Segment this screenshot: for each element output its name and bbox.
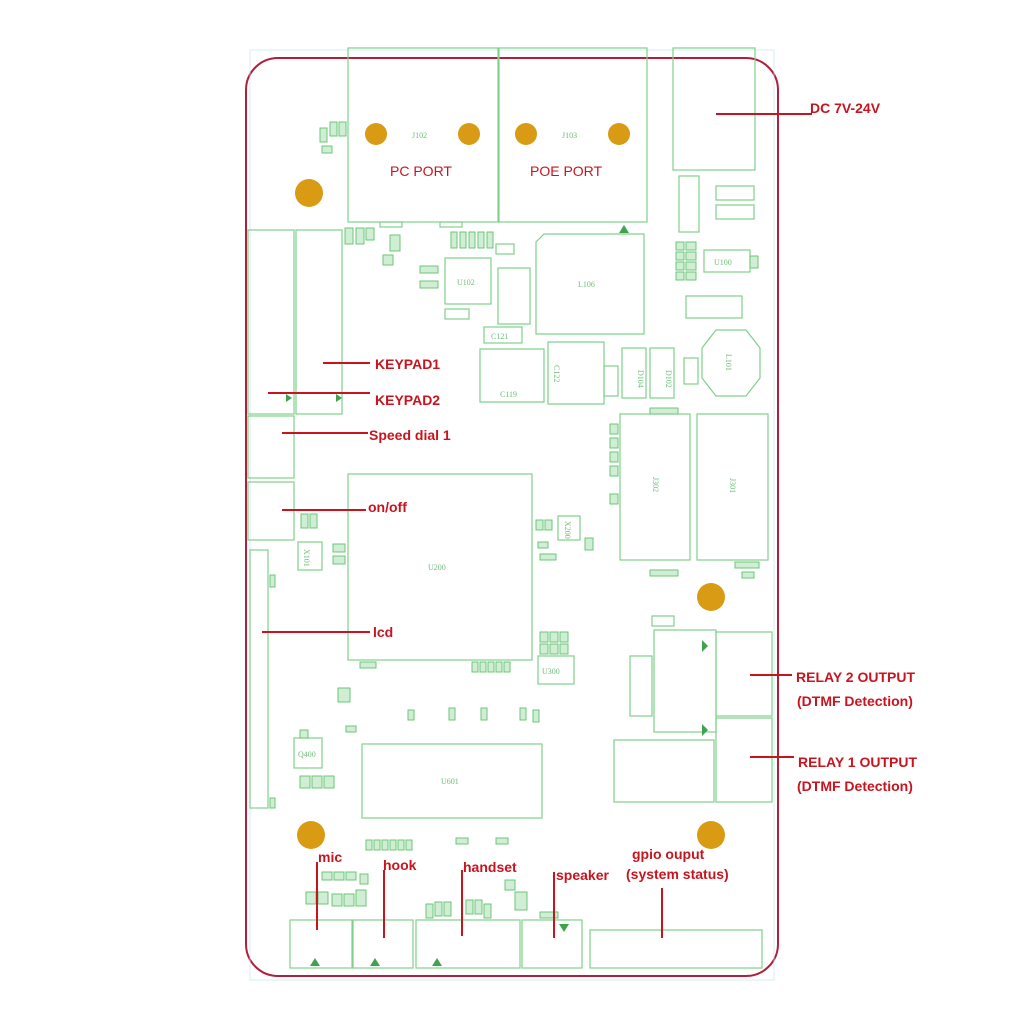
ref-u300: U300 xyxy=(542,667,560,676)
ref-j102: J102 xyxy=(412,131,427,140)
ref-j302: J302 xyxy=(651,477,660,492)
mounting-holes xyxy=(295,123,725,849)
label-relay2-line1: RELAY 2 OUTPUT xyxy=(796,669,915,685)
ref-d104: D104 xyxy=(636,370,645,388)
annotation-leaders xyxy=(262,113,812,938)
ref-j301: J301 xyxy=(728,478,737,493)
annotation-labels: DC 7V-24V KEYPAD1 KEYPAD2 Speed dial 1 o… xyxy=(318,100,917,883)
label-keypad2: KEYPAD2 xyxy=(375,392,440,408)
transistor-q400: Q400 xyxy=(293,687,357,789)
label-keypad1: KEYPAD1 xyxy=(375,356,440,372)
ref-c121: C121 xyxy=(491,332,508,341)
mounting-hole xyxy=(365,123,387,145)
label-dc: DC 7V-24V xyxy=(810,100,881,116)
label-relay1-line2: (DTMF Detection) xyxy=(797,778,913,794)
bottom-passives xyxy=(305,837,559,919)
label-relay2-line2: (DTMF Detection) xyxy=(797,693,913,709)
ref-u102: U102 xyxy=(457,278,475,287)
label-hook: hook xyxy=(383,857,417,873)
ref-u601: U601 xyxy=(441,777,459,786)
label-relay1-line1: RELAY 1 OUTPUT xyxy=(798,754,917,770)
inductor-l106: L106 xyxy=(535,233,645,335)
label-handset: handset xyxy=(463,859,517,875)
ref-j103: J103 xyxy=(562,131,577,140)
ref-x101: X101 xyxy=(302,549,311,567)
label-mic: mic xyxy=(318,849,342,865)
ref-u100: U100 xyxy=(714,258,732,267)
mounting-hole xyxy=(295,179,323,207)
chip-u601: U601 xyxy=(361,707,543,819)
label-gpio-line1: gpio ouput xyxy=(632,846,705,862)
relay-connectors-top: J302 J301 xyxy=(609,407,769,579)
diode-area: D104 D102 L101 U100 xyxy=(621,241,761,399)
ref-x200: X200 xyxy=(563,521,572,539)
mounting-hole xyxy=(515,123,537,145)
dc-jack xyxy=(672,47,756,233)
lcd-connector xyxy=(249,549,276,809)
mounting-hole xyxy=(697,583,725,611)
crystal-x200: X200 U300 xyxy=(535,515,594,685)
ref-u200: U200 xyxy=(428,563,446,572)
keypad-connectors xyxy=(247,229,343,415)
mounting-hole xyxy=(297,821,325,849)
electrolytic-caps: C119 C122 xyxy=(479,341,619,405)
button-connectors: X101 xyxy=(247,415,346,571)
ref-l101: L101 xyxy=(724,354,733,371)
board-frame xyxy=(249,49,775,981)
board-outline xyxy=(245,57,779,977)
label-speed-dial: Speed dial 1 xyxy=(369,427,451,443)
mounting-hole xyxy=(458,123,480,145)
label-onoff: on/off xyxy=(368,499,407,515)
pc-port-connector: J102 PC PORT xyxy=(347,47,499,228)
ref-c122: C122 xyxy=(552,365,561,382)
soc-u200: U200 xyxy=(347,473,533,673)
relay-output-connectors xyxy=(613,615,773,803)
bottom-connectors xyxy=(289,919,763,969)
ref-l106: L106 xyxy=(578,280,595,289)
power-ic-area: U102 C121 xyxy=(444,243,531,344)
label-lcd: lcd xyxy=(373,624,393,640)
label-gpio-line2: (system status) xyxy=(626,866,729,882)
ref-q400: Q400 xyxy=(298,750,316,759)
ref-d102: D102 xyxy=(664,370,673,388)
poe-port-label: POE PORT xyxy=(530,163,603,179)
mounting-hole xyxy=(697,821,725,849)
pc-port-label: PC PORT xyxy=(390,163,452,179)
passives-top-left xyxy=(319,121,494,289)
mounting-hole xyxy=(608,123,630,145)
poe-port-connector: J103 POE PORT xyxy=(498,47,648,233)
label-speaker: speaker xyxy=(556,867,609,883)
ref-c119: C119 xyxy=(500,390,517,399)
